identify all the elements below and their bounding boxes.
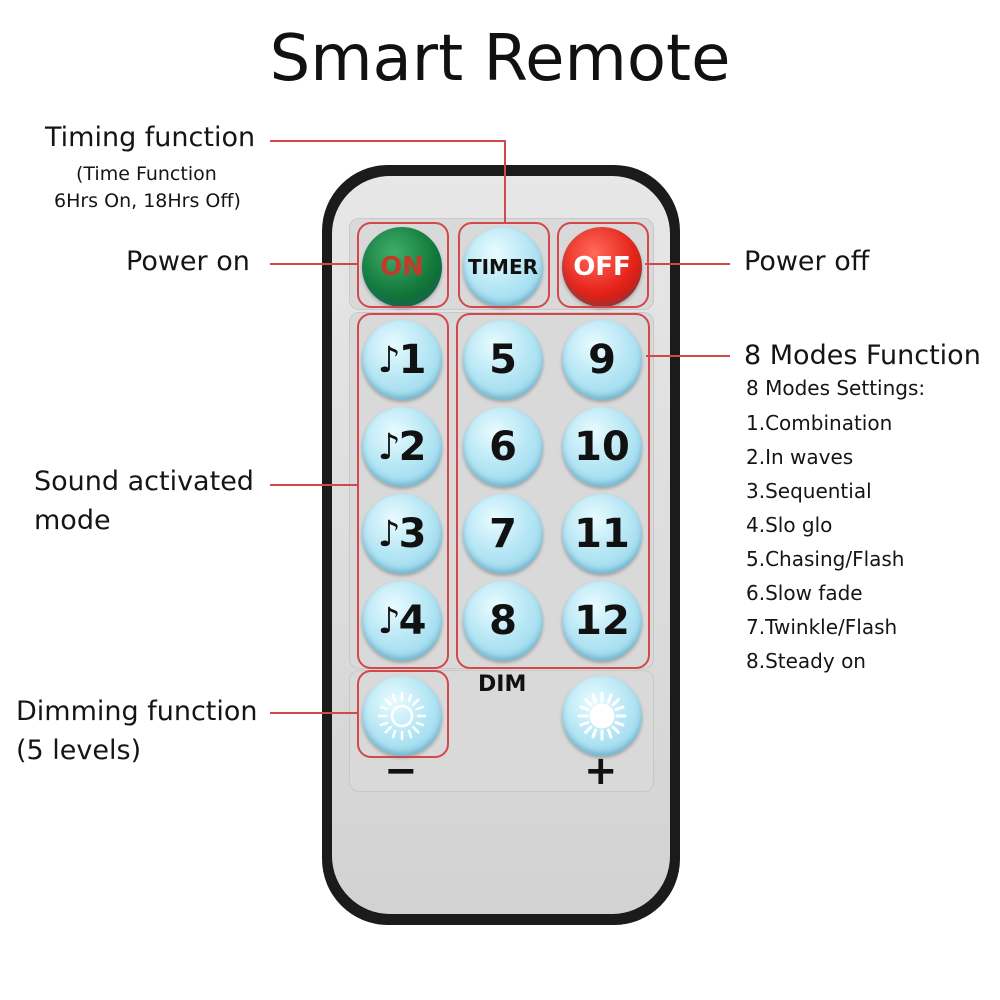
dim-minus-button[interactable] <box>362 676 442 756</box>
timing-callout-line <box>270 140 506 142</box>
timer-highlight-box <box>458 222 550 308</box>
button-number: 3 <box>398 511 427 557</box>
mode-item: 5.Chasing/Flash <box>746 547 905 571</box>
button-number: 2 <box>398 424 427 470</box>
mode-item: 1.Combination <box>746 411 893 435</box>
modes-function-label: 8 Modes Function <box>744 340 981 371</box>
timing-function-sub2: 6Hrs On, 18Hrs Off) <box>54 190 241 212</box>
mode-item: 2.In waves <box>746 445 854 469</box>
mode-item: 3.Sequential <box>746 479 872 503</box>
mode-item: 7.Twinkle/Flash <box>746 615 898 639</box>
sound-activated-label: Sound activated <box>34 466 254 497</box>
page-title: Smart Remote <box>269 22 731 96</box>
dimming-callout-line <box>270 712 359 714</box>
mode-item: 6.Slow fade <box>746 581 863 605</box>
on-button[interactable]: ON <box>362 227 442 307</box>
sound-highlight-box <box>357 313 449 669</box>
mode-button-12[interactable]: 12 <box>562 581 642 661</box>
modes-callout-line <box>646 355 730 357</box>
timing-callout-drop <box>504 140 506 224</box>
mode-button-10[interactable]: 10 <box>562 407 642 487</box>
sound-mode-button-2[interactable]: ♪2 <box>362 407 442 487</box>
power-off-callout-line <box>645 263 730 265</box>
mode-button-11[interactable]: 11 <box>562 494 642 574</box>
mode-item: 8.Steady on <box>746 649 866 673</box>
dim-highlight-box <box>357 670 449 758</box>
mode-item: 4.Slo glo <box>746 513 833 537</box>
power-off-label: Power off <box>744 246 870 277</box>
button-number: 1 <box>398 337 427 383</box>
mode-button-6[interactable]: 6 <box>463 407 543 487</box>
off-button[interactable]: OFF <box>562 227 642 307</box>
off-highlight-box <box>557 222 649 308</box>
sun-filled-icon <box>577 691 627 741</box>
sound-mode-button-1[interactable]: ♪1 <box>362 320 442 400</box>
dimming-function-label: Dimming function <box>16 696 258 727</box>
dimming-function-label-2: (5 levels) <box>16 735 142 766</box>
sound-mode-button-3[interactable]: ♪3 <box>362 494 442 574</box>
modes-highlight-box <box>456 313 650 669</box>
music-note-icon: ♪ <box>377 600 401 642</box>
plus-label: + <box>584 748 618 794</box>
mode-button-8[interactable]: 8 <box>463 581 543 661</box>
sound-mode-button-4[interactable]: ♪4 <box>362 581 442 661</box>
sun-outline-icon <box>377 691 427 741</box>
minus-label: − <box>384 748 418 794</box>
timing-function-sub1: (Time Function <box>76 163 217 185</box>
mode-button-5[interactable]: 5 <box>463 320 543 400</box>
sound-activated-label-2: mode <box>34 505 111 536</box>
sound-callout-line <box>270 484 359 486</box>
button-number: 4 <box>398 598 427 644</box>
timer-button[interactable]: TIMER <box>463 227 543 307</box>
power-on-callout-line <box>270 263 359 265</box>
timing-function-label: Timing function <box>45 122 256 153</box>
music-note-icon: ♪ <box>377 513 401 555</box>
power-on-label: Power on <box>126 246 250 277</box>
modes-settings-label: 8 Modes Settings: <box>746 376 926 400</box>
on-highlight-box <box>357 222 449 308</box>
dim-plus-button[interactable] <box>562 676 642 756</box>
dim-label: DIM <box>478 672 527 697</box>
music-note-icon: ♪ <box>377 426 401 468</box>
mode-button-9[interactable]: 9 <box>562 320 642 400</box>
mode-button-7[interactable]: 7 <box>463 494 543 574</box>
music-note-icon: ♪ <box>377 339 401 381</box>
